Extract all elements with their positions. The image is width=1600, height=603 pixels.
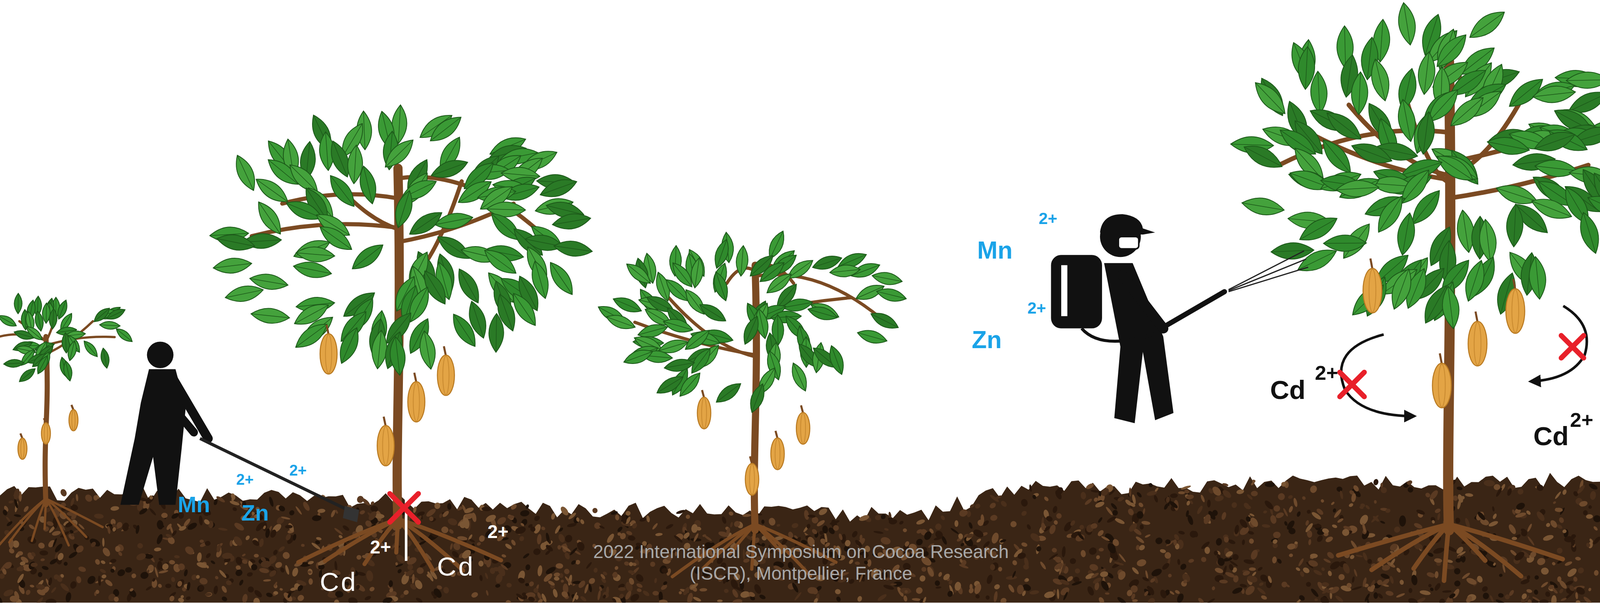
cocoa-tree — [17, 365, 38, 385]
cocoa-tree — [81, 338, 101, 360]
soil — [507, 515, 515, 520]
soil — [591, 507, 599, 515]
cocoa-pod — [69, 405, 79, 431]
soil — [954, 520, 959, 528]
soil — [1129, 487, 1132, 498]
cocoa-pod — [17, 433, 28, 460]
cocoa-tree — [0, 312, 19, 330]
cocoa-pod — [41, 422, 51, 445]
soil — [1408, 588, 1413, 594]
cocoa-tree — [99, 347, 111, 370]
cocoa-tree — [113, 325, 135, 345]
cocoa-pod — [69, 410, 79, 432]
cocoa-pod — [17, 438, 28, 460]
cocoa-tree — [14, 293, 23, 314]
soil — [1265, 482, 1275, 488]
cocoa-tree — [46, 302, 47, 324]
soil — [1455, 517, 1460, 524]
cocoa-tree — [0, 312, 19, 330]
cocoa-pod — [41, 418, 51, 445]
cocoa-tree — [3, 359, 25, 369]
soil — [355, 495, 365, 505]
soil — [59, 488, 68, 498]
soil — [557, 545, 562, 550]
cocoa-tree — [17, 293, 19, 314]
cocoa-tree — [45, 337, 115, 346]
